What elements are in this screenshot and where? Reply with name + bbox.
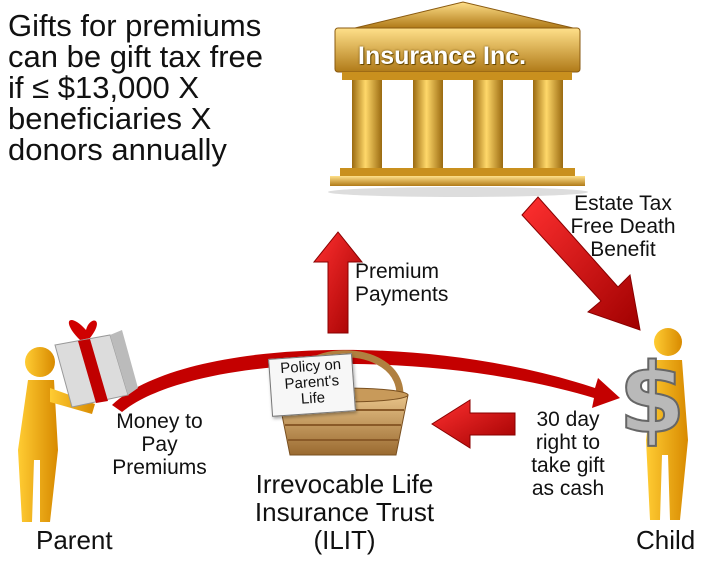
child-figure-icon [646, 328, 688, 520]
death-benefit-label: Estate Tax Free Death Benefit [570, 192, 676, 261]
trust-label: Irrevocable Life Insurance Trust (ILIT) [254, 469, 435, 555]
gift-flow-arc-arrow [112, 349, 620, 412]
money-to-pay-label: Money to Pay Premiums [112, 410, 207, 479]
premium-payments-label: Premium Payments [355, 260, 449, 306]
company-name: Insurance Inc. [358, 42, 527, 70]
policy-card: Policy on Parent's Life [268, 353, 356, 417]
parent-figure-icon [18, 347, 95, 522]
crummey-right-label: 30 day right to take gift as cash [531, 408, 605, 500]
gift-box-icon [54, 319, 138, 408]
svg-text:$: $ [619, 343, 686, 455]
premium-payments-arrow [312, 231, 364, 334]
dollar-sign-icon: $ [618, 342, 687, 456]
death-benefit-arrow [521, 196, 641, 331]
child-label: Child [636, 525, 696, 555]
crummey-arrow [431, 399, 516, 449]
insurance-building-icon [328, 1, 588, 197]
headline: Gifts for premiums can be gift tax free … [8, 8, 264, 167]
parent-label: Parent [36, 525, 113, 555]
